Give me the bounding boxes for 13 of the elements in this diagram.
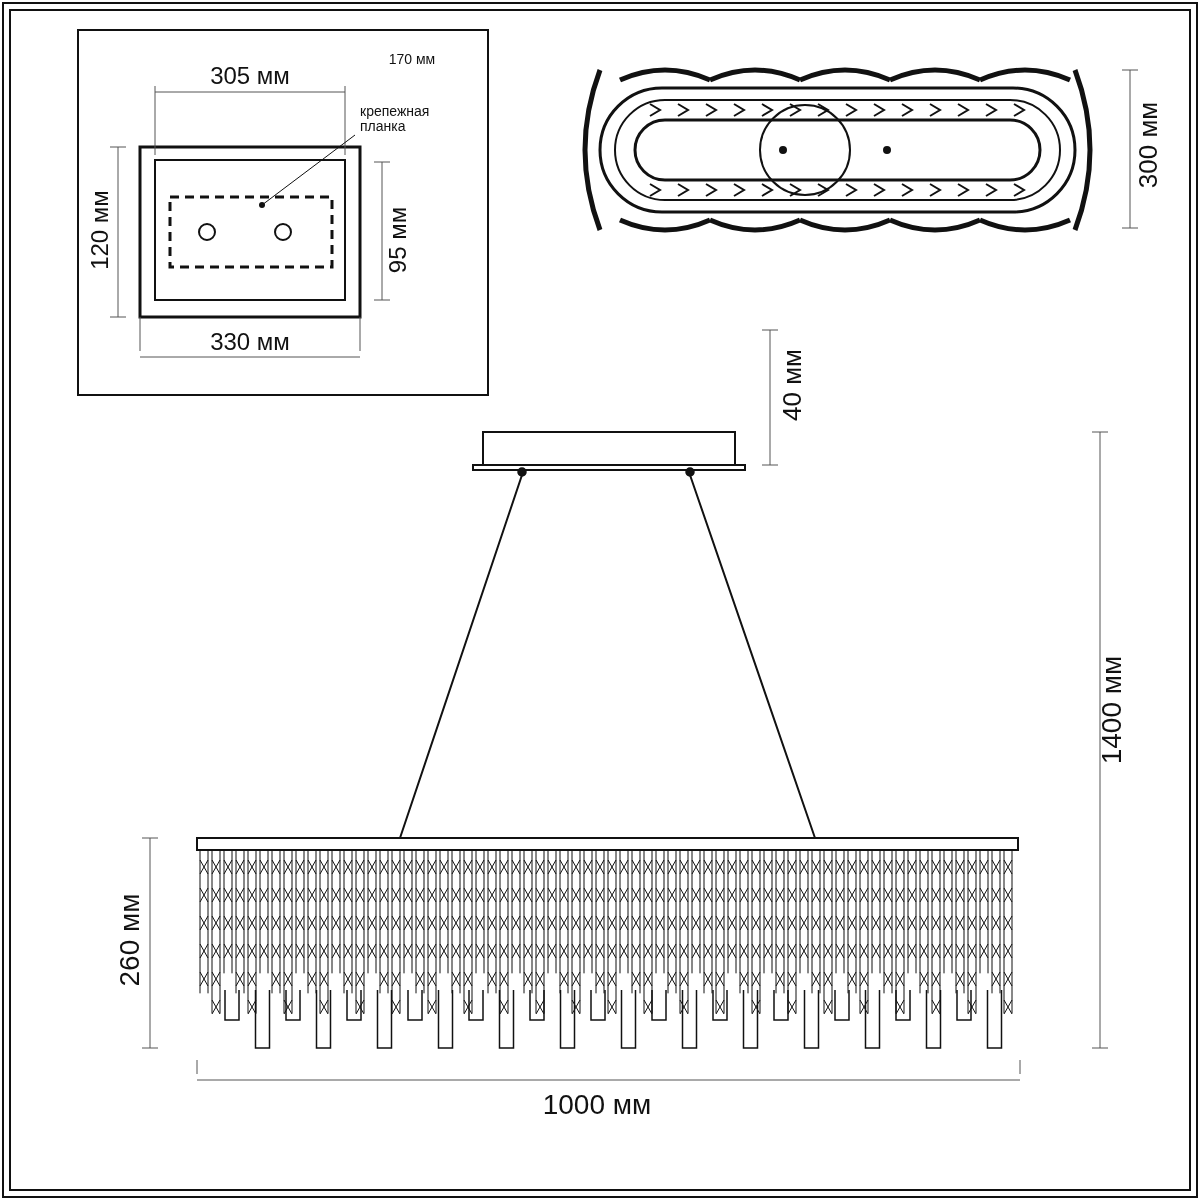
dimension-label: 40 мм	[776, 349, 808, 421]
dimension-label: 1000 мм	[542, 1089, 652, 1121]
part-label: крепежная планка	[360, 104, 431, 134]
dimension-label: 260 мм	[114, 893, 146, 987]
mounting-plate	[168, 195, 334, 269]
dimension-label: 300 мм	[1132, 101, 1164, 189]
dimension-label: 305 мм	[210, 62, 290, 90]
dimension-label: 95 мм	[384, 206, 412, 274]
leader-line	[259, 134, 356, 208]
dimension-label: 330 мм	[210, 328, 290, 356]
dimension-label: 1400 мм	[1096, 655, 1128, 765]
dimension-label: 120 мм	[86, 190, 114, 270]
dimension-label: 170 мм	[388, 51, 436, 67]
